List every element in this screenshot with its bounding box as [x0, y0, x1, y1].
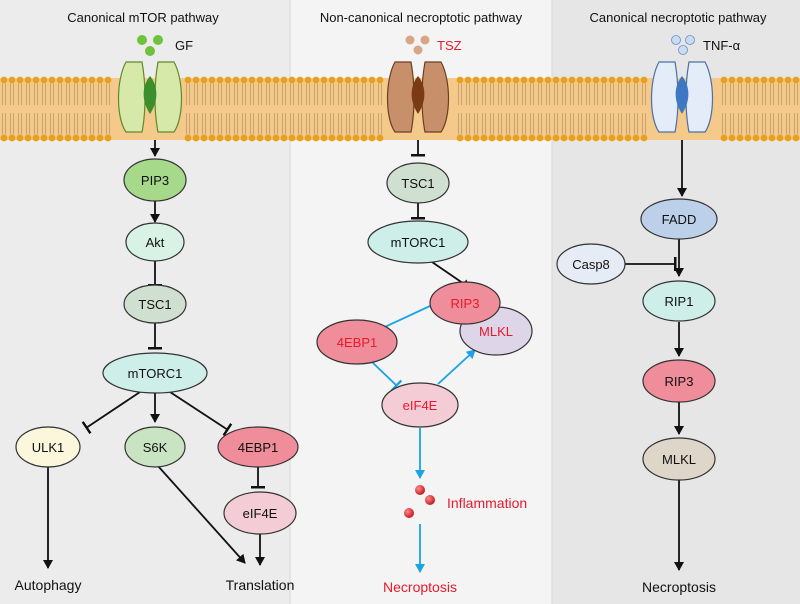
outcome-necroptosis-right: Necroptosis: [642, 579, 716, 595]
node-4ebp1-middle: 4EBP1: [316, 319, 398, 365]
node-eif4e-middle: eIF4E: [381, 382, 459, 428]
node-4ebp1-left: 4EBP1: [217, 426, 299, 468]
svg-text:4EBP1: 4EBP1: [238, 440, 278, 455]
edge-eif4e-mlkl-mid: [437, 349, 476, 385]
panel-title-right: Canonical necroptotic pathway: [589, 10, 767, 25]
node-eif4e-left: eIF4E: [223, 491, 297, 535]
inflammation-droplets-icon: [404, 485, 435, 518]
node-rip3-right: RIP3: [642, 359, 716, 403]
svg-text:MLKL: MLKL: [479, 324, 513, 339]
edge-s6k-translation: [157, 465, 246, 564]
svg-text:eIF4E: eIF4E: [403, 398, 438, 413]
tsz-ligand-icon: [405, 35, 430, 55]
tsz-receptor-icon: [386, 61, 450, 133]
svg-text:FADD: FADD: [662, 212, 697, 227]
outcome-autophagy: Autophagy: [15, 577, 82, 593]
gf-ligand-icon: [137, 35, 163, 56]
node-rip3-middle: RIP3: [429, 281, 501, 325]
svg-text:4EBP1: 4EBP1: [337, 335, 377, 350]
ligand-tsz-label: TSZ: [437, 38, 462, 53]
svg-text:Casp8: Casp8: [572, 257, 610, 272]
node-mlkl-right: MLKL: [642, 437, 716, 481]
node-pip3: PIP3: [123, 158, 187, 202]
node-mtorc1-left: mTORC1: [102, 352, 208, 394]
edge-mtorc1-4ebp1: [169, 391, 233, 437]
outcome-translation: Translation: [226, 577, 295, 593]
svg-text:S6K: S6K: [143, 440, 168, 455]
outcome-necroptosis-middle: Necroptosis: [383, 579, 457, 595]
svg-text:RIP1: RIP1: [665, 294, 694, 309]
svg-text:TSC1: TSC1: [138, 297, 171, 312]
node-mtorc1-middle: mTORC1: [367, 220, 469, 264]
edge-mtorc1-ulk1: [81, 391, 141, 435]
node-casp8: Casp8: [556, 243, 626, 285]
tnf-ligand-icon: [671, 35, 695, 55]
svg-text:eIF4E: eIF4E: [243, 506, 278, 521]
tnf-receptor-icon: [650, 61, 714, 133]
node-fadd: FADD: [640, 198, 718, 240]
panel-title-middle: Non-canonical necroptotic pathway: [320, 10, 523, 25]
svg-text:MLKL: MLKL: [662, 452, 696, 467]
node-ulk1: ULK1: [15, 426, 81, 468]
svg-text:ULK1: ULK1: [32, 440, 65, 455]
node-s6k: S6K: [124, 426, 186, 468]
ligand-tnf-label: TNF-α: [703, 38, 741, 53]
node-rip1: RIP1: [642, 280, 716, 322]
gf-receptor-icon: [117, 61, 183, 133]
edge-4ebp1-eif4e-mid: [371, 361, 403, 392]
panel-title-left: Canonical mTOR pathway: [67, 10, 219, 25]
svg-text:Akt: Akt: [146, 235, 165, 250]
node-tsc1-middle: TSC1: [386, 162, 450, 204]
svg-text:mTORC1: mTORC1: [128, 366, 183, 381]
node-tsc1-left: TSC1: [123, 284, 187, 324]
svg-text:RIP3: RIP3: [451, 296, 480, 311]
svg-text:PIP3: PIP3: [141, 173, 169, 188]
ligand-gf-label: GF: [175, 38, 193, 53]
svg-text:RIP3: RIP3: [665, 374, 694, 389]
svg-text:mTORC1: mTORC1: [391, 235, 446, 250]
outcome-inflammation: Inflammation: [447, 495, 527, 511]
node-akt: Akt: [125, 222, 185, 262]
svg-text:TSC1: TSC1: [401, 176, 434, 191]
